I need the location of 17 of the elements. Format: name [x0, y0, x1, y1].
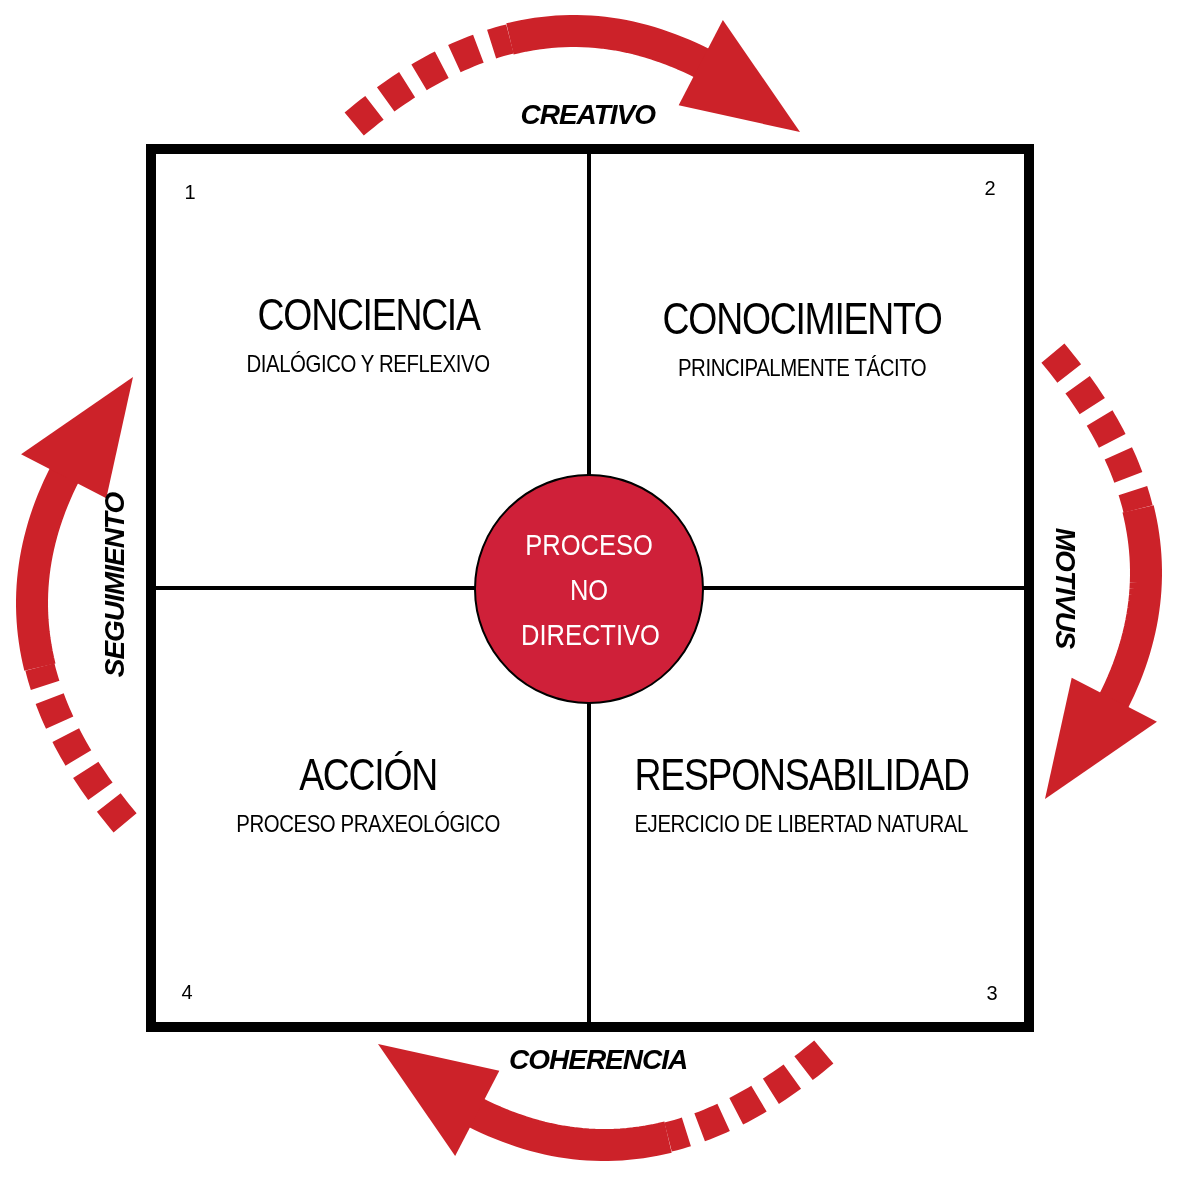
quadrant-subtitle: PRINCIPALMENTE TÁCITO	[678, 354, 927, 382]
arrow-label: CREATIVO	[520, 99, 656, 131]
quadrant-number: 4	[181, 980, 193, 1004]
quadrant-title: CONCIENCIA	[257, 290, 480, 340]
quadrant-number: 1	[184, 180, 196, 204]
quadrant-title: RESPONSABILIDAD	[634, 750, 969, 800]
arrow-label: COHERENCIA	[509, 1044, 688, 1076]
quadrant-subtitle: DIALÓGICO Y REFLEXIVO	[246, 350, 491, 378]
arrow-label: MOTIVUS	[1048, 527, 1081, 649]
quadrant-subtitle: EJERCICIO DE LIBERTAD NATURAL	[634, 810, 969, 838]
quadrant-title: ACCIÓN	[299, 750, 438, 800]
quadrant-number: 3	[986, 981, 998, 1005]
center-label: PROCESO NO DIRECTIVO	[521, 526, 657, 653]
quadrant-title: CONOCIMIENTO	[662, 294, 943, 344]
quadrant-number: 2	[984, 176, 996, 200]
arrow-label: SEGUIMIENTO	[98, 492, 131, 678]
quadrant-subtitle: PROCESO PRAXEOLÓGICO	[236, 810, 501, 838]
